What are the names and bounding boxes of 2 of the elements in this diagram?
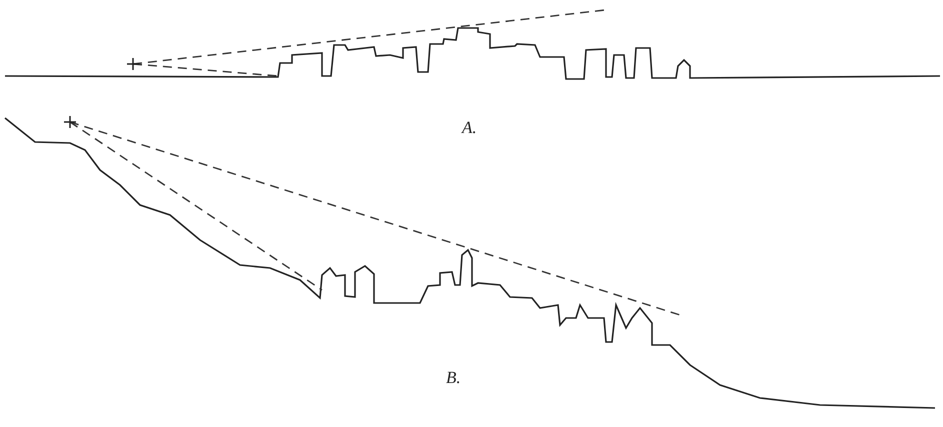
panel-label: B. bbox=[446, 368, 461, 388]
panel-label: A. bbox=[462, 118, 477, 138]
